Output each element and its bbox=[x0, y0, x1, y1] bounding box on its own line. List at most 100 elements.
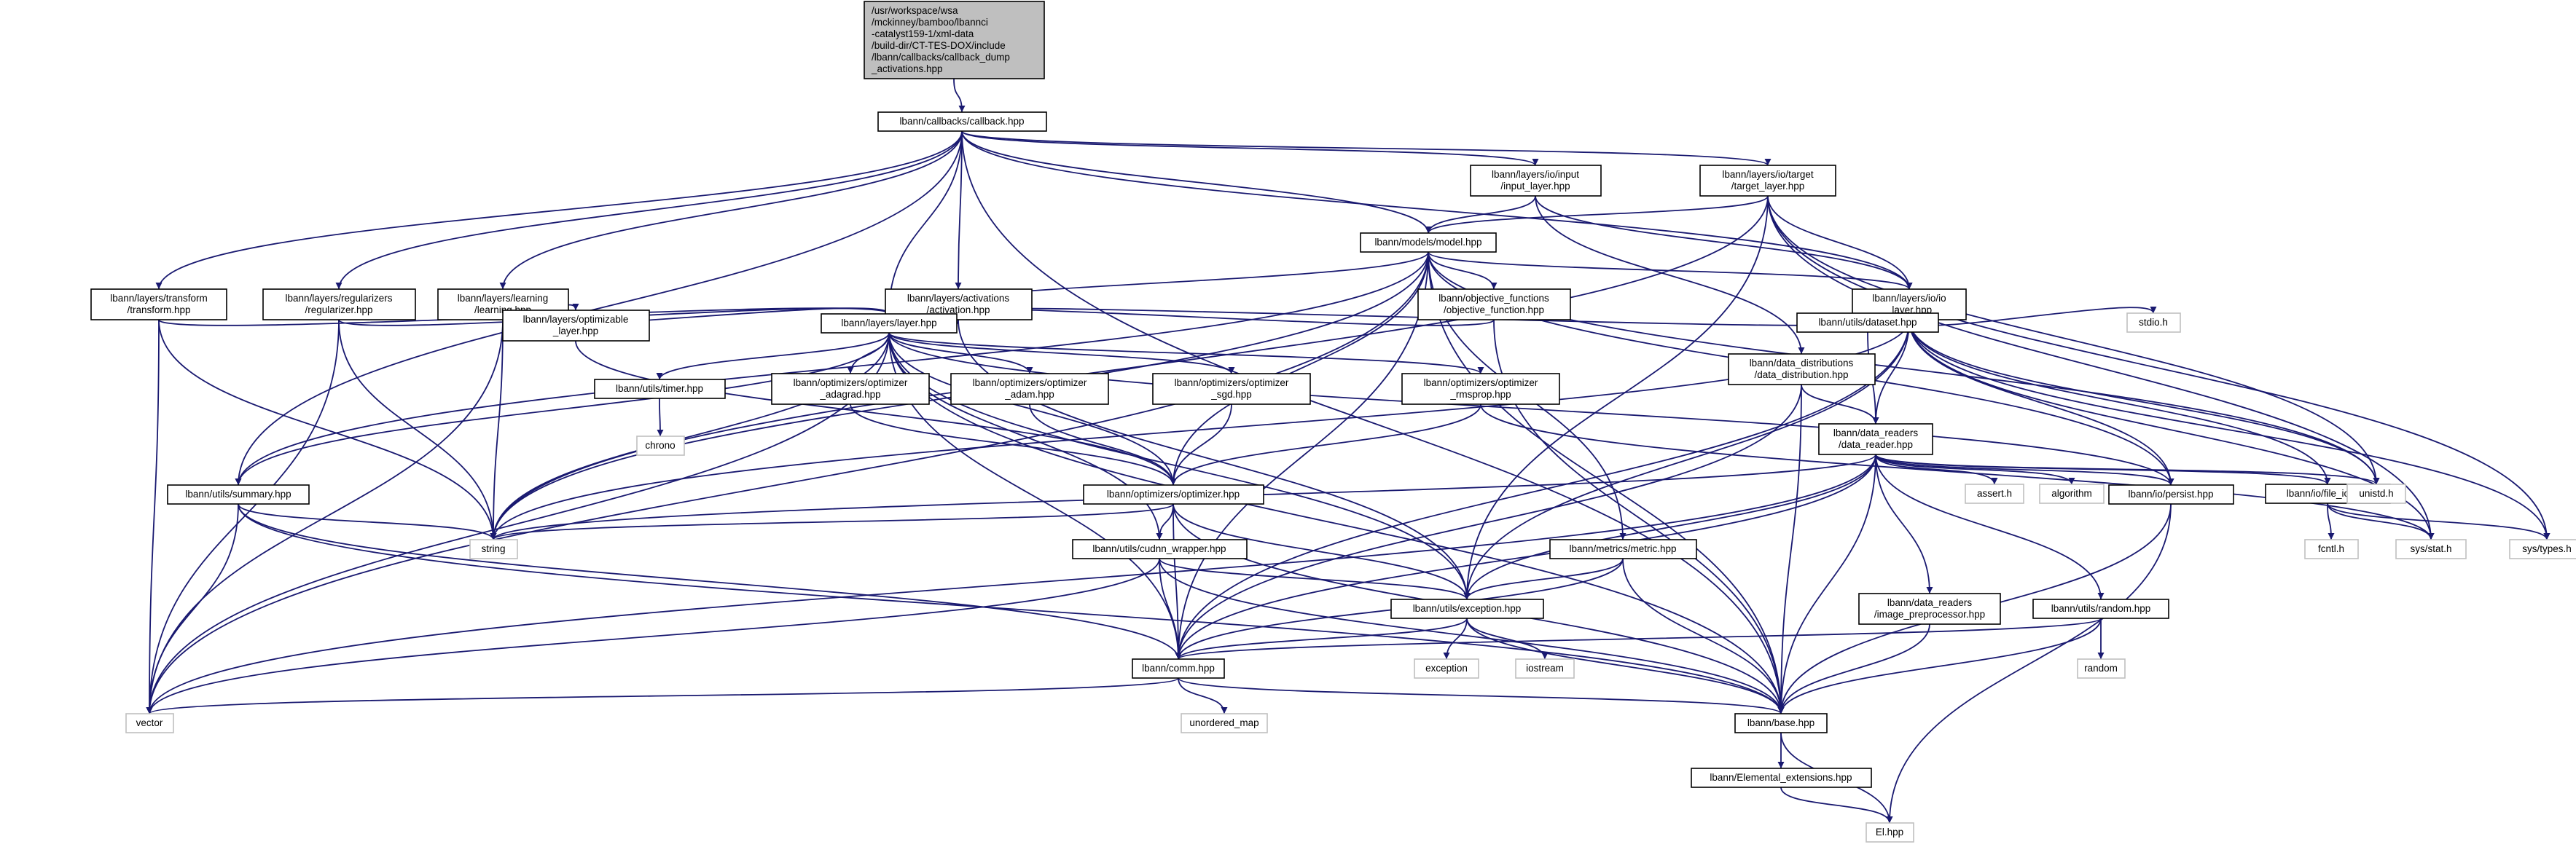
node-label: El.hpp bbox=[1876, 827, 1903, 838]
graph-node-data-distribution[interactable]: lbann/data_distributions/data_distributi… bbox=[1728, 353, 1876, 385]
node-label-line: chrono bbox=[645, 440, 675, 451]
node-box bbox=[877, 111, 1047, 132]
edge-callback-to-layer bbox=[885, 130, 963, 315]
graph-node-data-reader[interactable]: lbann/data_readers/data_reader.hpp bbox=[1818, 423, 1933, 455]
node-label-line: vector bbox=[136, 717, 163, 728]
node-label: lbann/utils/dataset.hpp bbox=[1818, 317, 1917, 328]
node-label-line: unordered_map bbox=[1189, 717, 1258, 728]
node-label: lbann/layers/layer.hpp bbox=[841, 318, 936, 328]
graph-node-image-preprocessor[interactable]: lbann/data_readers/image_preprocessor.hp… bbox=[1858, 593, 2001, 625]
edge-opt-sgd-to-optimizer bbox=[1170, 403, 1232, 486]
node-label: unistd.h bbox=[2359, 488, 2393, 499]
node-label: lbann/layers/optimizable_layer.hpp bbox=[523, 314, 629, 336]
graph-node-root[interactable]: /usr/workspace/wsa/mckinney/bamboo/lbann… bbox=[864, 1, 1045, 79]
edge-target-layer-to-sys-types bbox=[1767, 195, 2550, 540]
node-label: lbann/comm.hpp bbox=[1142, 663, 1215, 674]
graph-node-metric[interactable]: lbann/metrics/metric.hpp bbox=[1549, 539, 1697, 559]
graph-node-elemental-ext[interactable]: lbann/Elemental_extensions.hpp bbox=[1691, 768, 1872, 788]
node-label-line: _sgd.hpp bbox=[1210, 389, 1252, 400]
graph-node-unordered-map: unordered_map bbox=[1181, 713, 1268, 733]
graph-node-comm[interactable]: lbann/comm.hpp bbox=[1132, 658, 1225, 679]
node-label-line: lbann/layers/layer.hpp bbox=[841, 318, 936, 328]
node-label: lbann/metrics/metric.hpp bbox=[1569, 543, 1676, 554]
edge-model-to-objective-function bbox=[1428, 251, 1498, 290]
graph-node-objective-function[interactable]: lbann/objective_functions/objective_func… bbox=[1417, 288, 1571, 320]
node-label-line: lbann/comm.hpp bbox=[1142, 663, 1215, 674]
graph-node-timer[interactable]: lbann/utils/timer.hpp bbox=[594, 379, 726, 399]
node-box bbox=[125, 713, 174, 733]
graph-node-regularizer[interactable]: lbann/layers/regularizers/regularizer.hp… bbox=[262, 288, 416, 320]
graph-node-summary[interactable]: lbann/utils/summary.hpp bbox=[167, 484, 310, 505]
node-box bbox=[2304, 539, 2359, 559]
node-label-line: lbann/data_readers bbox=[1887, 597, 1973, 608]
edge-file-io-to-sys-types bbox=[2327, 503, 2550, 540]
graph-node-input-layer[interactable]: lbann/layers/io/input/input_layer.hpp bbox=[1470, 165, 1602, 197]
graph-node-cudnn-wrapper[interactable]: lbann/utils/cudnn_wrapper.hpp bbox=[1072, 539, 1248, 559]
graph-node-opt-adam[interactable]: lbann/optimizers/optimizer_adam.hpp bbox=[950, 373, 1109, 405]
edge-summary-to-string bbox=[238, 503, 497, 540]
node-label-line: assert.h bbox=[1977, 488, 2012, 499]
graph-node-dataset[interactable]: lbann/utils/dataset.hpp bbox=[1796, 312, 1939, 333]
node-label-line: exception bbox=[1425, 663, 1468, 674]
graph-node-fcntl: fcntl.h bbox=[2304, 539, 2359, 559]
node-label: lbann/layers/regularizers/regularizer.hp… bbox=[285, 293, 392, 315]
graph-node-persist[interactable]: lbann/io/persist.hpp bbox=[2108, 484, 2234, 505]
node-label: stdio.h bbox=[2139, 317, 2168, 328]
edge-exception-hpp-to-iostream bbox=[1466, 618, 1549, 660]
node-label-line: lbann/data_distributions bbox=[1750, 358, 1854, 369]
node-label: lbann/models/model.hpp bbox=[1374, 237, 1481, 248]
edge-opt-rmsprop-to-optimizer bbox=[1170, 403, 1481, 486]
graph-node-optimizable-layer[interactable]: lbann/layers/optimizable_layer.hpp bbox=[502, 310, 650, 342]
node-label: lbann/callbacks/callback.hpp bbox=[899, 116, 1024, 127]
graph-node-opt-sgd[interactable]: lbann/optimizers/optimizer_sgd.hpp bbox=[1152, 373, 1311, 405]
node-box bbox=[2039, 484, 2105, 504]
edge-target-layer-to-io-layer bbox=[1767, 195, 1913, 290]
graph-node-el: El.hpp bbox=[1866, 822, 1914, 843]
graph-node-layer[interactable]: lbann/layers/layer.hpp bbox=[821, 313, 958, 334]
edge-transform-to-vector bbox=[146, 319, 160, 714]
node-label-line: fcntl.h bbox=[2318, 543, 2344, 554]
edge-optimizer-to-comm bbox=[1172, 503, 1182, 660]
node-box bbox=[636, 436, 685, 456]
node-label-line: _adagrad.hpp bbox=[819, 389, 880, 400]
node-label-line: _layer.hpp bbox=[552, 326, 598, 336]
graph-node-callback[interactable]: lbann/callbacks/callback.hpp bbox=[877, 111, 1047, 132]
graph-node-opt-rmsprop[interactable]: lbann/optimizers/optimizer_rmsprop.hpp bbox=[1401, 373, 1560, 405]
graph-node-opt-adagrad[interactable]: lbann/optimizers/optimizer_adagrad.hpp bbox=[771, 373, 930, 405]
graph-node-random-hpp[interactable]: lbann/utils/random.hpp bbox=[2032, 599, 2169, 619]
graph-node-target-layer[interactable]: lbann/layers/io/target/target_layer.hpp bbox=[1699, 165, 1836, 197]
graph-node-vector: vector bbox=[125, 713, 174, 733]
edge-data-reader-to-persist bbox=[1875, 454, 2174, 486]
edge-data-reader-to-image-preprocessor bbox=[1875, 454, 1933, 594]
graph-node-exception-hpp[interactable]: lbann/utils/exception.hpp bbox=[1390, 599, 1544, 619]
node-label: lbann/optimizers/optimizer_adam.hpp bbox=[973, 377, 1087, 400]
node-label-line: lbann/layers/learning bbox=[458, 293, 549, 304]
edge-io-layer-to-file-io bbox=[1908, 319, 2331, 485]
graph-node-assert: assert.h bbox=[1965, 484, 2024, 504]
node-box bbox=[167, 484, 310, 505]
graph-node-transform[interactable]: lbann/layers/transform/transform.hpp bbox=[90, 288, 227, 320]
graph-node-optimizer[interactable]: lbann/optimizers/optimizer.hpp bbox=[1083, 484, 1264, 505]
edge-exception-hpp-to-base bbox=[1466, 618, 1785, 714]
edge-learning-to-vector bbox=[146, 319, 504, 714]
edge-image-preprocessor-to-base bbox=[1777, 623, 1930, 714]
node-box bbox=[2509, 539, 2576, 559]
edge-io-layer-to-sys-types bbox=[1908, 319, 2550, 540]
node-label: lbann/data_readers/image_preprocessor.hp… bbox=[1874, 597, 1985, 620]
node-label: lbann/utils/exception.hpp bbox=[1413, 603, 1522, 614]
edge-data-reader-to-random-hpp bbox=[1875, 454, 2105, 600]
edge-opt-rmsprop-to-sys-stat bbox=[1480, 403, 2435, 540]
node-label-line: lbann/utils/random.hpp bbox=[2051, 603, 2151, 614]
node-box bbox=[1152, 373, 1311, 405]
node-box bbox=[2346, 484, 2406, 504]
node-label-line: lbann/optimizers/optimizer bbox=[973, 377, 1087, 388]
edge-model-to-comm bbox=[1175, 251, 1429, 660]
node-label: random bbox=[2084, 663, 2118, 674]
node-label-line: sys/types.h bbox=[2522, 543, 2572, 554]
edge-target-layer-to-unistd bbox=[1767, 195, 2380, 485]
graph-node-base[interactable]: lbann/base.hpp bbox=[1734, 713, 1828, 733]
node-label-line: lbann/layers/activations bbox=[907, 293, 1010, 304]
node-box bbox=[1181, 713, 1268, 733]
graph-node-model[interactable]: lbann/models/model.hpp bbox=[1360, 232, 1497, 253]
edge-callback-to-target-layer bbox=[961, 130, 1772, 166]
